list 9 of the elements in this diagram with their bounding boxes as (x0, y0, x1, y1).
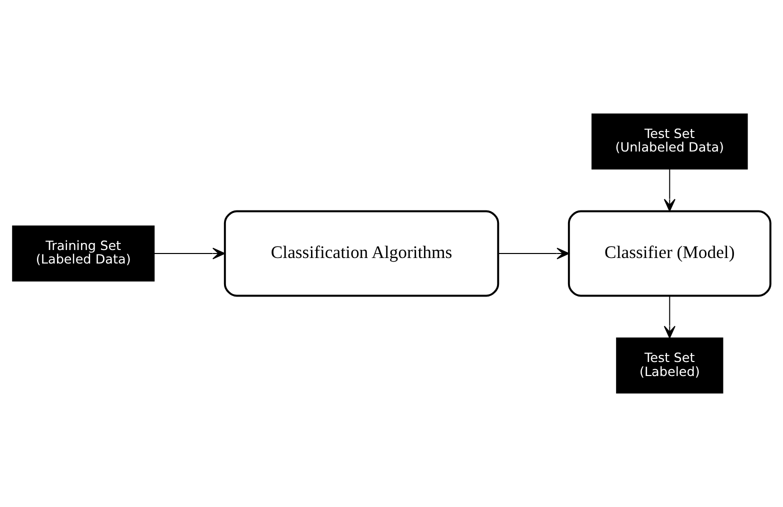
node-box: Test Set (Unlabeled Data) (592, 113, 748, 170)
node-box: Classification Algorithms (224, 210, 500, 297)
arrow (664, 168, 676, 212)
arrow (498, 248, 570, 260)
node-box: Test Set (Labeled) (616, 338, 724, 394)
node-box: Classifier (Model) (568, 210, 772, 297)
arrow (664, 296, 676, 338)
node-box: Training Set (Labeled Data) (12, 225, 155, 282)
arrow (154, 248, 226, 260)
